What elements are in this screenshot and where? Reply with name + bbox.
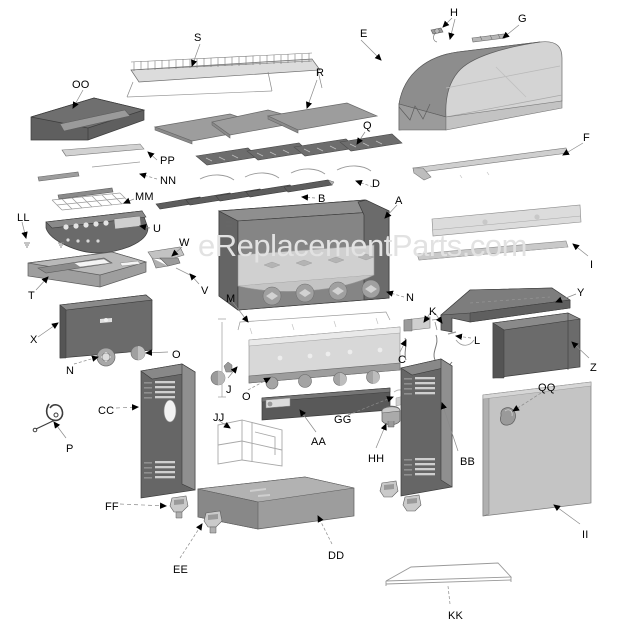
part-screws-LL	[24, 242, 64, 248]
part-left-cabinet-door-CC	[140, 363, 196, 499]
part-label-ff: FF	[105, 501, 119, 513]
part-briquette-grate-MM	[51, 192, 131, 211]
part-right-cabinet-door-BB	[400, 358, 453, 497]
part-manifold-bar-AA	[261, 387, 391, 421]
part-warming-rack-S	[126, 52, 323, 98]
part-control-panel-frame-M	[218, 311, 391, 398]
part-label-h: H	[450, 7, 459, 19]
part-label-bb: BB	[460, 456, 476, 468]
part-lid-handle-G	[471, 33, 506, 43]
part-label-c: C	[398, 354, 407, 366]
part-regulator-HH	[381, 405, 401, 428]
part-trim-rail-F	[412, 147, 569, 181]
part-rod-small	[37, 171, 80, 182]
part-label-x: X	[30, 334, 38, 346]
part-label-a: A	[395, 195, 403, 207]
part-label-w: W	[179, 237, 190, 249]
part-hook-P	[32, 403, 64, 433]
part-label-mm: MM	[135, 191, 154, 203]
part-label-kk: KK	[448, 610, 464, 621]
part-label-u: U	[153, 223, 162, 235]
part-control-panel-AA-upper	[248, 326, 401, 384]
part-label-ii: II	[582, 529, 589, 541]
part-label-j: J	[226, 384, 232, 396]
part-label-qq: QQ	[538, 382, 556, 394]
part-wire-clips-D	[199, 165, 372, 181]
part-bottom-shelf-Y	[440, 287, 571, 333]
part-drawer-front-X	[59, 294, 153, 359]
part-back-panel-II	[482, 381, 592, 517]
part-label-r: R	[316, 67, 325, 79]
part-label-gg: GG	[334, 414, 352, 426]
part-label-q: Q	[363, 120, 372, 132]
part-label-z: Z	[590, 362, 597, 374]
part-label-pp: PP	[160, 155, 176, 167]
part-label-e: E	[360, 28, 368, 40]
part-label-f: F	[583, 132, 590, 144]
part-knobs-O-row	[210, 370, 380, 390]
part-bottom-frame-KK	[385, 562, 513, 586]
leader-lines	[21, 17, 590, 605]
part-label-o2: O	[242, 391, 251, 403]
part-label-l: L	[474, 335, 481, 347]
part-casters	[169, 480, 422, 534]
part-burners-B	[57, 179, 335, 210]
part-label-n2: N	[406, 292, 415, 304]
part-knob-bezel-N-loose	[96, 347, 116, 367]
part-label-y: Y	[577, 287, 585, 299]
part-igniter-wire-V	[175, 267, 193, 277]
part-label-m: M	[226, 293, 236, 305]
part-lid-assembly-E	[398, 41, 563, 131]
part-label-jj: JJ	[213, 412, 225, 424]
part-label-hh: HH	[368, 453, 385, 465]
part-igniter-module-K	[403, 316, 441, 332]
part-firebox-A	[217, 199, 390, 311]
part-manifold-J	[223, 361, 233, 373]
part-label-cc: CC	[98, 405, 115, 417]
part-rod-NN	[91, 161, 141, 168]
caster-right-rear	[402, 494, 422, 512]
part-label-p: P	[66, 443, 74, 455]
part-label-ee: EE	[173, 564, 189, 576]
caster-EE	[203, 510, 223, 534]
part-front-rail-I	[416, 204, 582, 261]
part-wire-lead-L	[447, 331, 457, 335]
part-label-s: S	[194, 32, 202, 44]
part-label-n1: N	[66, 365, 75, 377]
part-tank-holder-JJ	[217, 419, 283, 467]
part-label-o1: O	[172, 349, 181, 361]
part-label-t: T	[28, 290, 35, 302]
caster-right-front	[379, 480, 399, 498]
part-label-aa: AA	[311, 436, 327, 448]
part-label-nn: NN	[160, 175, 177, 187]
part-side-panel-Z	[492, 312, 581, 379]
caster-FF	[169, 495, 189, 519]
part-label-g: G	[518, 13, 527, 25]
part-label-b: B	[318, 193, 326, 205]
part-label-oo: OO	[72, 79, 90, 91]
part-cooking-grates-R	[153, 102, 379, 145]
part-handle-screw-H	[430, 27, 444, 43]
part-side-burner-bowl-U	[45, 210, 149, 254]
part-bracket-strip-PP	[61, 143, 145, 157]
part-label-ll: LL	[17, 212, 30, 224]
part-label-d: D	[372, 178, 381, 190]
part-label-k: K	[429, 306, 437, 318]
part-cover-box-OO	[30, 97, 146, 141]
part-cart-base-DD	[197, 476, 355, 530]
part-heat-tents-Q	[195, 133, 403, 166]
part-door-handle-QQ	[500, 407, 516, 426]
part-side-shelf-T	[27, 251, 148, 288]
part-label-dd: DD	[328, 550, 345, 562]
part-knob-bezel-O-loose	[130, 345, 146, 361]
part-label-v: V	[201, 285, 209, 297]
part-label-i: I	[590, 259, 594, 271]
